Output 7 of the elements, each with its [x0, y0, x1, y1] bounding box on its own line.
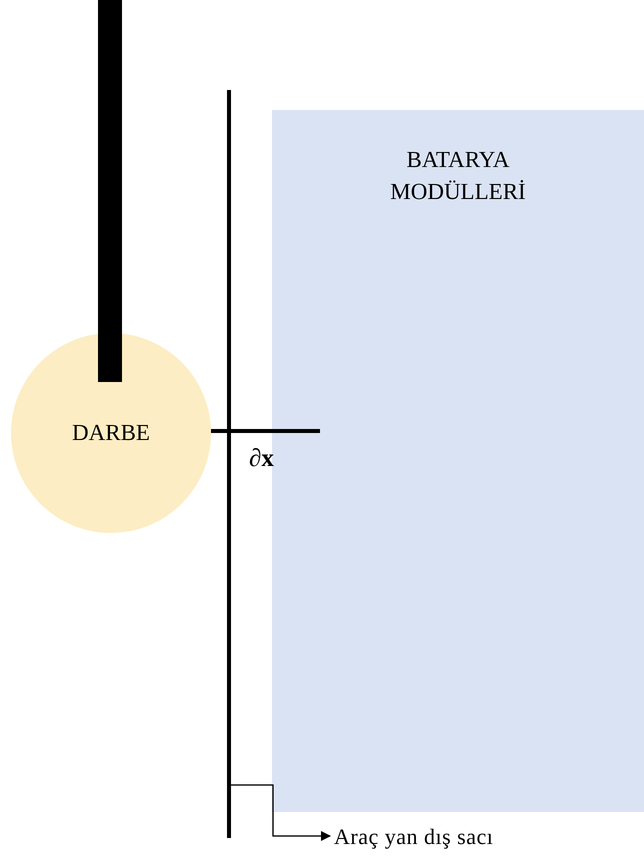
impactor-rod: [98, 0, 122, 382]
module-label: BATARYA MODÜLLERİ: [389, 146, 527, 206]
battery-module-area: [272, 110, 644, 812]
leader-arrow: [231, 784, 331, 841]
impact-label: DARBE: [71, 418, 151, 447]
dimension-label: ∂x: [249, 446, 274, 471]
callout-label: Araç yan dış sacı: [334, 822, 494, 851]
